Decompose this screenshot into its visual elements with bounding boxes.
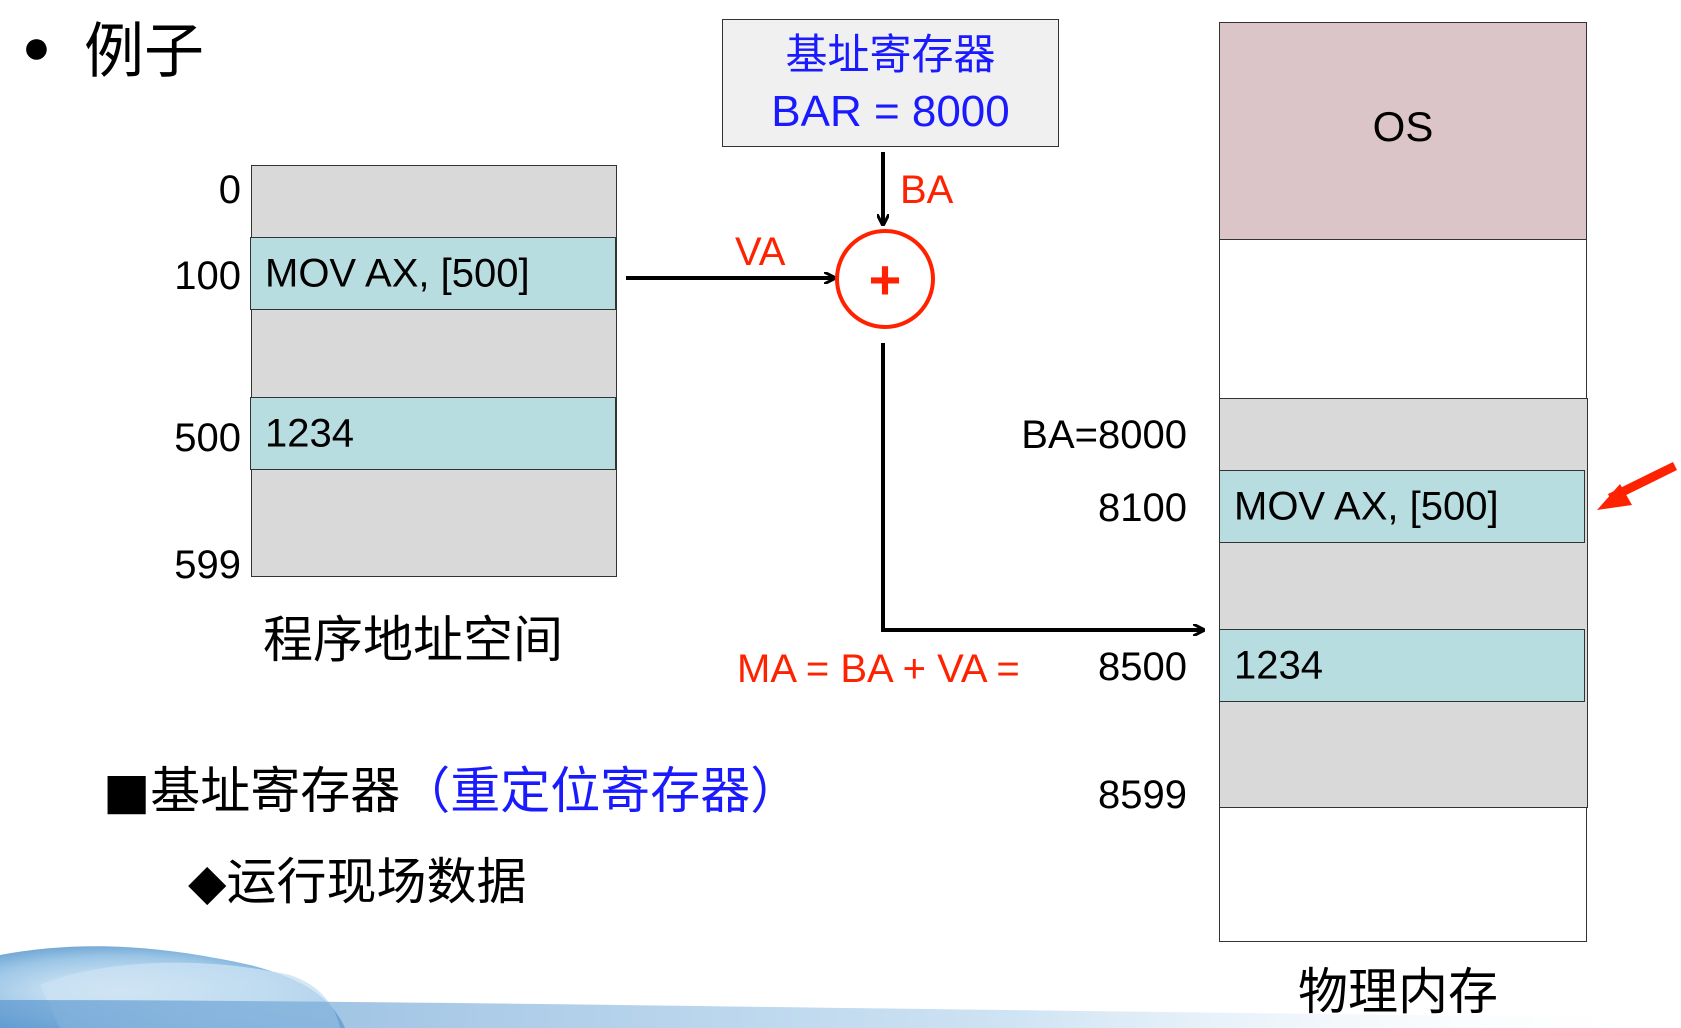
program-space-box — [251, 165, 617, 577]
red-pointer-arrow-head — [1597, 484, 1632, 510]
page-title: 例子 — [84, 17, 204, 87]
ma-arrow — [881, 343, 1203, 630]
diamond-bullet-icon: ◆ — [188, 853, 227, 911]
base-register-box — [722, 19, 1059, 147]
program-address-500: 500 — [174, 416, 241, 460]
program-address-100: 100 — [174, 254, 241, 298]
os-region — [1219, 22, 1587, 240]
physical-address-8599: 8599 — [1098, 773, 1187, 817]
physical-instruction-text: MOV AX, [500] — [1234, 484, 1499, 528]
os-label: OS — [1372, 103, 1434, 150]
va-label: VA — [735, 230, 786, 274]
main-bullet-paren: （重定位寄存器） — [400, 762, 801, 820]
program-address-0: 0 — [218, 168, 241, 212]
main-bullet: ■基址寄存器（重定位寄存器） — [103, 766, 800, 816]
program-partition-region — [1219, 398, 1588, 808]
physical-address-8100: 8100 — [1098, 486, 1187, 530]
square-bullet-icon: ■ — [103, 762, 151, 820]
base-register-value: BAR = 8000 — [771, 87, 1010, 136]
sub-bullet-text: 运行现场数据 — [226, 853, 527, 911]
title-bullet: ● — [22, 21, 51, 74]
sub-bullet: ◆运行现场数据 — [188, 857, 526, 907]
physical-data-text: 1234 — [1234, 643, 1323, 687]
program-data-text: 1234 — [265, 411, 354, 455]
program-space-label: 程序地址空间 — [263, 611, 563, 669]
program-instruction-text: MOV AX, [500] — [265, 251, 530, 295]
base-register-title: 基址寄存器 — [785, 30, 996, 79]
ma-formula: MA = BA + VA = — [737, 647, 1020, 691]
adder-circle — [835, 229, 935, 329]
program-data-cell: 1234 — [250, 397, 616, 470]
adder-plus-icon: + — [868, 248, 902, 311]
main-bullet-text: 基址寄存器 — [150, 762, 401, 820]
physical-address-base: BA=8000 — [1021, 413, 1187, 457]
ba-label: BA — [900, 168, 954, 212]
physical-data-cell: 1234 — [1219, 629, 1585, 702]
program-instruction-cell: MOV AX, [500] — [250, 237, 616, 310]
physical-address-8500: 8500 — [1098, 645, 1187, 689]
physical-instruction-cell: MOV AX, [500] — [1219, 470, 1585, 543]
physical-memory-label: 物理内存 — [1298, 963, 1498, 1021]
program-address-599: 599 — [174, 543, 241, 587]
